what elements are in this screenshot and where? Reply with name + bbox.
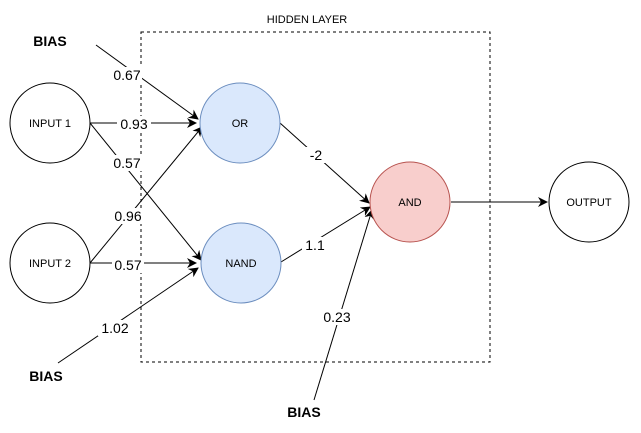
weight-bias-and-text: 0.23 [323, 309, 350, 325]
node-and: AND [369, 161, 451, 243]
node-and-shape [369, 161, 451, 243]
node-output: OUTPUT [548, 161, 630, 243]
weight-input2-nand-text: 0.57 [114, 257, 141, 273]
edge-bias-nand [57, 267, 199, 364]
weight-input1-nand: 0.57 [111, 155, 143, 171]
weight-or-and-text: -2 [310, 147, 323, 163]
hidden-layer-label: HIDDEN LAYER [267, 14, 348, 26]
node-or-label: OR [232, 118, 249, 130]
node-and-label: AND [398, 197, 421, 209]
node-input2-label: INPUT 2 [29, 258, 71, 270]
weight-bias-or-text: 0.67 [113, 67, 140, 83]
edge-input1-nand [89, 122, 202, 261]
bias-bottom-left-label: BIAS [29, 368, 62, 384]
weight-input1-or-text: 0.93 [120, 116, 147, 132]
node-input1-label: INPUT 1 [29, 118, 71, 130]
node-nand-shape [200, 222, 282, 304]
bias-top-label: BIAS [33, 33, 66, 49]
weight-input2-nand: 0.57 [112, 257, 144, 273]
bias-bottom-label: BIAS [287, 404, 320, 420]
weight-nand-and-text: 1.1 [305, 237, 325, 253]
weight-input2-or: 0.96 [111, 208, 145, 224]
node-nand: NAND [200, 222, 282, 304]
node-or-shape [199, 82, 281, 164]
weight-bias-and: 0.23 [320, 309, 354, 325]
weight-input1-or: 0.93 [117, 116, 151, 132]
weight-input2-or-text: 0.96 [114, 208, 141, 224]
hidden-layer-box [140, 31, 491, 363]
edge-bias-or [95, 44, 199, 120]
node-input1: INPUT 1 [9, 82, 91, 164]
weight-bias-nand: 1.02 [98, 320, 132, 336]
weight-or-and: -2 [305, 147, 327, 163]
node-nand-label: NAND [225, 258, 256, 270]
node-input2: INPUT 2 [9, 222, 91, 304]
edge-input2-or [89, 126, 203, 264]
edge-nand-and [280, 206, 371, 263]
weight-input1-nand-text: 0.57 [113, 155, 140, 171]
edge-bias-and [313, 209, 375, 401]
weight-bias-or: 0.67 [112, 67, 142, 83]
weight-bias-nand-text: 1.02 [101, 320, 128, 336]
weight-nand-and: 1.1 [302, 237, 328, 253]
node-output-label: OUTPUT [566, 197, 612, 209]
node-or: OR [199, 82, 281, 164]
